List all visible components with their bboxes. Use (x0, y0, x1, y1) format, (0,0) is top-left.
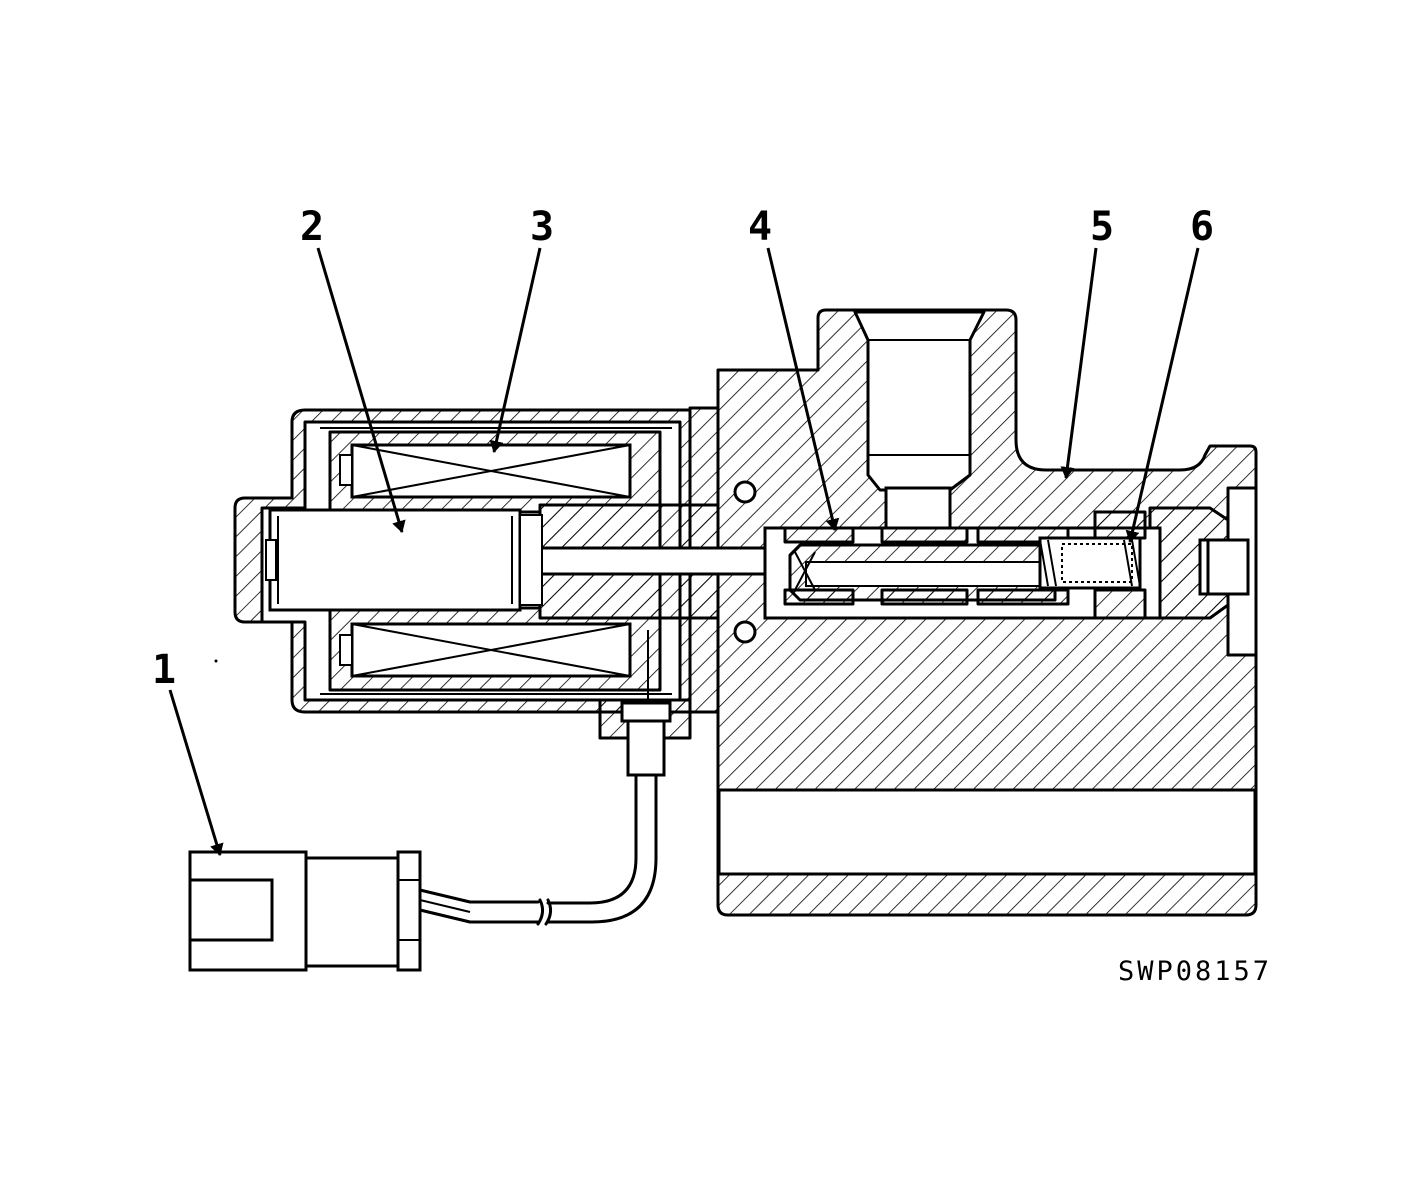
o-ring-upper (733, 480, 757, 504)
port-passage (884, 486, 952, 530)
connector (188, 850, 422, 972)
return-spring (1038, 536, 1142, 590)
callout-2: 2 (300, 204, 324, 250)
solenoid-housing (233, 406, 767, 777)
leader-6 (1125, 247, 1200, 543)
callout-1: 1 (152, 647, 176, 693)
leader-3 (489, 247, 542, 453)
push-rod (518, 546, 767, 576)
callout-3: 3 (530, 204, 554, 250)
callout-6: 6 (1190, 204, 1214, 250)
solenoid-coil (339, 443, 632, 678)
leader-4 (766, 247, 840, 531)
leader-2 (316, 247, 406, 533)
figure-code: SWP08157 (1118, 956, 1272, 987)
callout-5: 5 (1090, 204, 1114, 250)
lead-wire (418, 773, 658, 926)
wire-grommet (620, 701, 672, 723)
body-mounting-band (717, 788, 1257, 876)
callout-4: 4 (748, 204, 772, 250)
o-ring-lower (733, 620, 757, 644)
spool-assembly (763, 510, 1162, 620)
top-port (853, 310, 986, 492)
stray-mark (214, 659, 218, 663)
callout-labels: 1 2 3 4 5 6 (152, 204, 1214, 693)
armature (265, 508, 543, 612)
leader-lines (168, 247, 1200, 856)
leader-5 (1060, 247, 1098, 479)
leader-1 (168, 689, 224, 856)
